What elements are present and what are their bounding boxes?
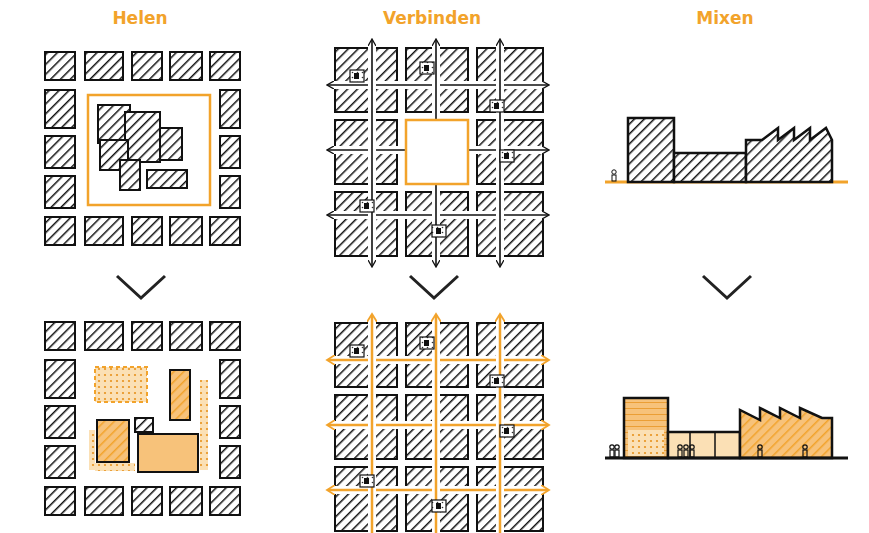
- person: [803, 445, 807, 449]
- city-block: [335, 323, 397, 387]
- city-block: [220, 90, 240, 128]
- route-arrow: [440, 424, 548, 427]
- city-block: [170, 322, 202, 350]
- person: [758, 445, 762, 449]
- city-block: [132, 487, 162, 515]
- city-block: [220, 136, 240, 168]
- route-arrow: [435, 315, 438, 425]
- route-arrow: [440, 359, 548, 362]
- city-block: [132, 52, 162, 80]
- city-block: [210, 322, 240, 350]
- city-block: [170, 52, 202, 80]
- city-block: [45, 446, 75, 478]
- city-block: [210, 487, 240, 515]
- open-block: [406, 120, 468, 184]
- city-block: [170, 217, 202, 245]
- city-block: [220, 360, 240, 398]
- courtyard: [490, 375, 504, 387]
- city-block: [85, 487, 123, 515]
- column-title: Verbinden: [383, 8, 481, 28]
- route-arrow: [499, 425, 502, 533]
- route-arrow: [499, 150, 501, 266]
- city-block: [132, 217, 162, 245]
- city-block: [85, 322, 123, 350]
- person: [684, 445, 688, 449]
- courtyard: [432, 225, 446, 237]
- route-arrow: [499, 40, 501, 150]
- courtyard: [360, 200, 374, 212]
- city-block: [85, 52, 123, 80]
- city-block: [45, 487, 75, 515]
- courtyard: [490, 100, 504, 112]
- city-block: [477, 192, 543, 256]
- city-block: [335, 467, 397, 531]
- route-arrow: [328, 214, 440, 216]
- person: [610, 445, 614, 449]
- city-block: [45, 322, 75, 350]
- route-arrow: [440, 214, 548, 216]
- route-arrow: [371, 315, 374, 425]
- chevron: [117, 276, 751, 298]
- courtyard: [360, 475, 374, 487]
- city-block: [45, 136, 75, 168]
- city-block: [45, 217, 75, 245]
- person: [678, 445, 682, 449]
- route-arrow: [440, 489, 548, 492]
- courtyard: [420, 62, 434, 74]
- column-title: Helen: [112, 8, 167, 28]
- city-block: [45, 52, 75, 80]
- section-before: [605, 118, 848, 182]
- city-block: [335, 192, 397, 256]
- courtyard: [420, 337, 434, 349]
- city-block: [45, 176, 75, 208]
- city-block: [220, 176, 240, 208]
- courtyard: [350, 345, 364, 357]
- route-arrow: [328, 359, 440, 362]
- city-block: [210, 217, 240, 245]
- city-block: [220, 446, 240, 478]
- route-arrow: [499, 315, 502, 425]
- plot-outline: [88, 95, 210, 205]
- city-block: [477, 467, 543, 531]
- person: [615, 445, 619, 449]
- city-block: [85, 217, 123, 245]
- person: [690, 445, 694, 449]
- courtyard: [432, 500, 446, 512]
- route-arrow: [328, 84, 440, 86]
- courtyard: [500, 150, 514, 162]
- city-block: [170, 487, 202, 515]
- route-arrow: [328, 489, 440, 492]
- courtyard: [350, 70, 364, 82]
- route-arrow: [371, 40, 373, 150]
- city-block: [477, 323, 543, 387]
- city-block: [335, 48, 397, 112]
- city-block: [45, 360, 75, 398]
- section-after: [605, 398, 848, 458]
- column-title: Mixen: [696, 8, 753, 28]
- route-arrow: [435, 425, 438, 533]
- city-block: [477, 48, 543, 112]
- courtyard: [500, 425, 514, 437]
- city-block: [45, 406, 75, 438]
- buildings: [98, 105, 187, 190]
- route-arrow: [328, 424, 440, 427]
- city-block: [220, 406, 240, 438]
- city-block: [132, 322, 162, 350]
- route-arrow: [440, 84, 548, 86]
- city-block: [45, 90, 75, 128]
- renewed-plot: [88, 365, 210, 475]
- city-block: [210, 52, 240, 80]
